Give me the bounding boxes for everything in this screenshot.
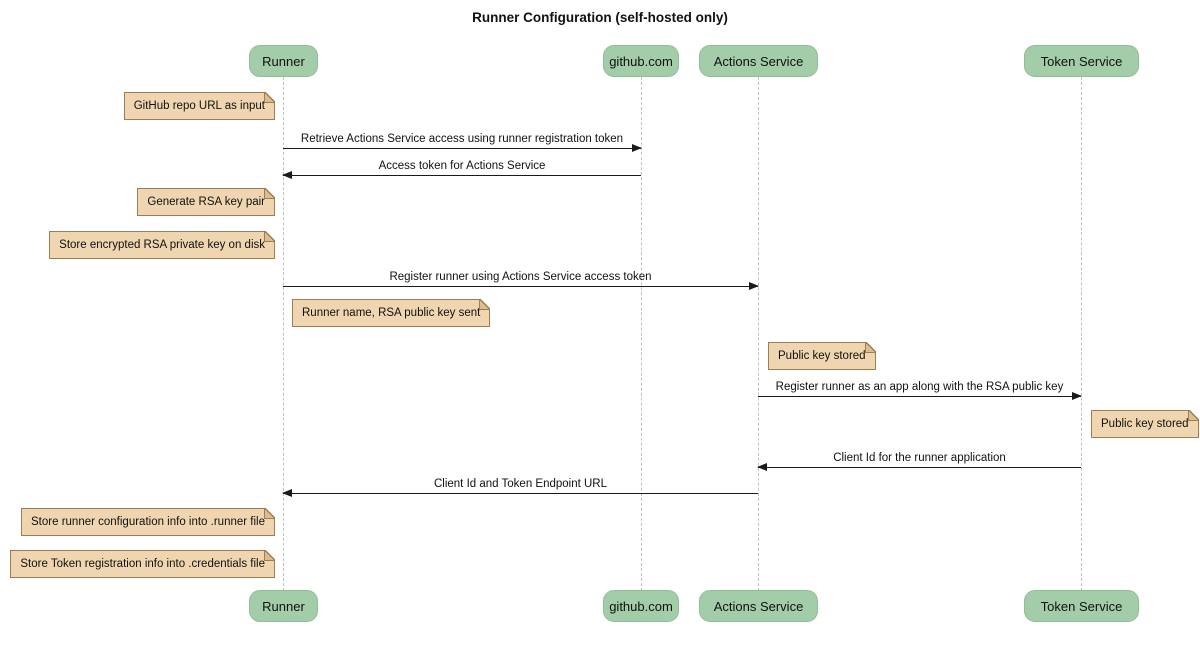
note-label: GitHub repo URL as input xyxy=(133,100,265,112)
participant-actions-service-bottom: Actions Service xyxy=(699,590,818,622)
message-retrieve-actions-service-access: Retrieve Actions Service access using ru… xyxy=(283,133,642,152)
note-label: Store Token registration info into .cred… xyxy=(20,558,265,570)
note-label: Generate RSA key pair xyxy=(147,196,265,208)
message-client-id-and-token-endpoint-url: Client Id and Token Endpoint URL xyxy=(282,478,758,497)
lifeline-token-service xyxy=(1081,77,1082,591)
message-line xyxy=(758,392,1082,400)
lifeline-runner xyxy=(283,77,284,591)
participant-actions-service-top: Actions Service xyxy=(699,45,818,77)
arrowhead-right-icon xyxy=(749,282,759,290)
note-store-runner-configuration: Store runner configuration info into .ru… xyxy=(21,508,275,536)
note-store-token-registration: Store Token registration info into .cred… xyxy=(10,550,275,578)
message-label: Access token for Actions Service xyxy=(378,160,546,172)
note-public-key-stored-actions-service: Public key stored xyxy=(768,342,876,370)
message-label: Client Id for the runner application xyxy=(833,452,1006,464)
lifeline-actions-service xyxy=(758,77,759,591)
note-fold-icon xyxy=(864,342,876,353)
lifeline-github-com xyxy=(641,77,642,591)
note-github-repo-url: GitHub repo URL as input xyxy=(123,92,275,120)
message-line xyxy=(282,171,641,179)
note-fold-icon xyxy=(264,231,275,242)
note-label: Runner name, RSA public key sent xyxy=(302,307,481,319)
participant-token-service-bottom: Token Service xyxy=(1024,590,1139,622)
note-label: Public key stored xyxy=(778,350,866,362)
note-fold-icon xyxy=(264,508,275,519)
arrowhead-left-icon xyxy=(282,171,292,179)
participant-runner-bottom: Runner xyxy=(249,590,318,622)
message-client-id-for-runner-application: Client Id for the runner application xyxy=(757,452,1081,471)
message-label: Client Id and Token Endpoint URL xyxy=(433,478,608,490)
message-line xyxy=(283,282,759,290)
arrowhead-right-icon xyxy=(632,144,642,152)
arrowhead-left-icon xyxy=(757,463,767,471)
note-label: Public key stored xyxy=(1101,418,1189,430)
message-register-runner: Register runner using Actions Service ac… xyxy=(283,271,759,290)
message-label: Retrieve Actions Service access using ru… xyxy=(300,133,624,145)
note-fold-icon xyxy=(1187,410,1199,421)
note-runner-name-rsa-public-key-sent: Runner name, RSA public key sent xyxy=(292,299,491,327)
note-public-key-stored-token-service: Public key stored xyxy=(1091,410,1199,438)
note-fold-icon xyxy=(479,299,491,310)
note-fold-icon xyxy=(264,188,275,199)
message-line xyxy=(757,463,1081,471)
participant-token-service-top: Token Service xyxy=(1024,45,1139,77)
message-line xyxy=(282,489,758,497)
note-fold-icon xyxy=(264,550,275,561)
message-label: Register runner as an app along with the… xyxy=(775,381,1064,393)
message-line xyxy=(283,144,642,152)
participant-github-com-bottom: github.com xyxy=(603,590,679,622)
note-generate-rsa-key-pair: Generate RSA key pair xyxy=(137,188,275,216)
diagram-title: Runner Configuration (self-hosted only) xyxy=(472,10,728,25)
note-fold-icon xyxy=(264,92,275,103)
participant-runner-top: Runner xyxy=(249,45,318,77)
message-access-token-for-actions-service: Access token for Actions Service xyxy=(282,160,641,179)
message-register-runner-as-app: Register runner as an app along with the… xyxy=(758,381,1082,400)
note-store-encrypted-rsa-private-key: Store encrypted RSA private key on disk xyxy=(49,231,275,259)
arrowhead-right-icon xyxy=(1072,392,1082,400)
participant-github-com-top: github.com xyxy=(603,45,679,77)
message-label: Register runner using Actions Service ac… xyxy=(389,271,652,283)
arrowhead-left-icon xyxy=(282,489,292,497)
note-label: Store encrypted RSA private key on disk xyxy=(59,239,265,251)
note-label: Store runner configuration info into .ru… xyxy=(31,516,265,528)
